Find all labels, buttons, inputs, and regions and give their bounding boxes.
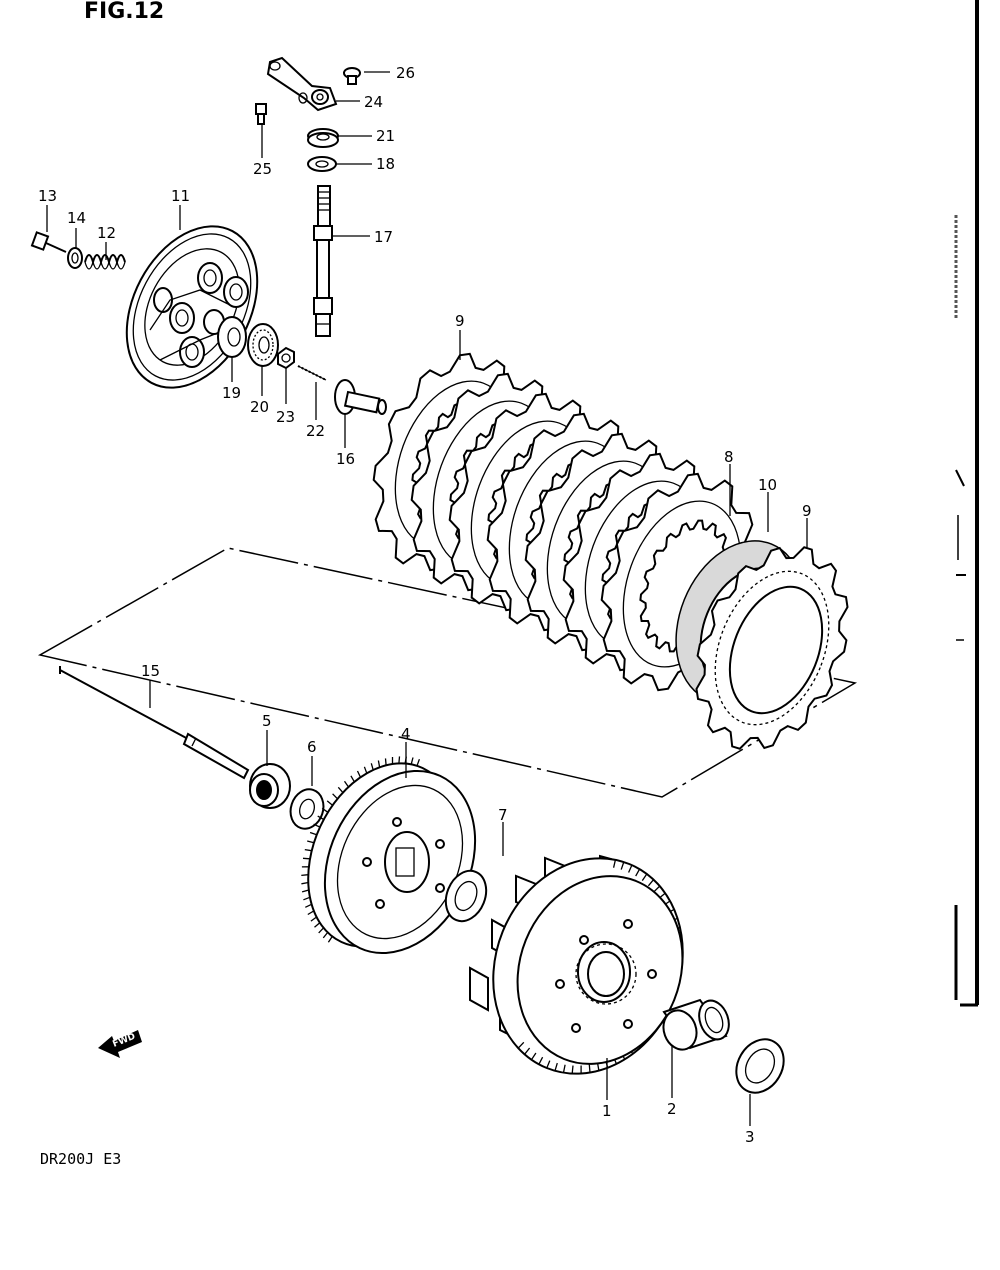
callout-11: 11 bbox=[171, 187, 190, 205]
part-25-bolt bbox=[255, 103, 267, 125]
part-12-spring bbox=[84, 254, 126, 270]
callout-numbers: 26 24 25 21 18 17 13 14 12 11 19 20 23 2… bbox=[38, 64, 812, 1146]
callout-7: 7 bbox=[498, 806, 508, 824]
part-7-thrust-washer bbox=[444, 869, 488, 923]
part-14-washer bbox=[67, 247, 83, 269]
callout-23: 23 bbox=[276, 408, 295, 426]
callout-20: 20 bbox=[250, 398, 269, 416]
part-19-washer bbox=[217, 316, 247, 358]
part-1-clutch-housing bbox=[469, 854, 684, 1075]
part-23-nut bbox=[277, 346, 295, 370]
callout-19: 19 bbox=[222, 384, 241, 402]
callout-25: 25 bbox=[253, 160, 272, 178]
part-22-screw bbox=[297, 365, 327, 381]
part-18-washer bbox=[307, 156, 337, 172]
part-17-release-camshaft bbox=[313, 185, 333, 337]
callout-4: 4 bbox=[401, 725, 411, 743]
leader-lines bbox=[46, 71, 808, 1126]
part-4-clutch-sleeve-hub bbox=[301, 756, 477, 955]
callout-1: 1 bbox=[602, 1102, 612, 1120]
part-20-thrust-bearing bbox=[247, 323, 279, 367]
callout-13: 13 bbox=[38, 187, 57, 205]
figure-title: FIG.12 bbox=[84, 0, 164, 24]
callout-6: 6 bbox=[307, 738, 317, 756]
callout-26: 26 bbox=[396, 64, 415, 82]
part-6-lock-washer bbox=[289, 788, 325, 830]
part-24-release-arm bbox=[266, 56, 338, 112]
part-13-bolt bbox=[30, 231, 67, 253]
part-5-nut bbox=[249, 763, 291, 809]
callout-12: 12 bbox=[97, 224, 116, 242]
part-9-8-clutch-plate-stack bbox=[372, 352, 756, 692]
callout-10: 10 bbox=[758, 476, 777, 494]
part-26-screw bbox=[343, 67, 361, 85]
callout-9-top: 9 bbox=[455, 312, 465, 330]
callout-18: 18 bbox=[376, 155, 395, 173]
page-edge-marks bbox=[954, 0, 979, 1007]
assembly-boundary bbox=[37, 547, 858, 798]
fwd-direction-arrow-icon: FWD bbox=[98, 1030, 142, 1058]
part-9-front-friction-plate bbox=[695, 546, 849, 750]
callout-21: 21 bbox=[376, 127, 395, 145]
part-21-oil-seal bbox=[307, 128, 339, 148]
callout-8: 8 bbox=[724, 448, 734, 466]
part-15-pushrod bbox=[59, 666, 250, 780]
callout-17: 17 bbox=[374, 228, 393, 246]
part-2-spacer bbox=[662, 998, 730, 1051]
part-16-push-piece bbox=[334, 379, 387, 415]
part-11-pressure-plate bbox=[125, 225, 259, 389]
callout-24: 24 bbox=[364, 93, 383, 111]
callout-15: 15 bbox=[141, 662, 160, 680]
callout-16: 16 bbox=[336, 450, 355, 468]
callout-14: 14 bbox=[67, 209, 86, 227]
callout-2: 2 bbox=[667, 1100, 677, 1118]
part-3-washer bbox=[735, 1038, 785, 1094]
callout-22: 22 bbox=[306, 422, 325, 440]
callout-3: 3 bbox=[745, 1128, 755, 1146]
model-code: DR200J E3 bbox=[40, 1150, 121, 1168]
callout-5: 5 bbox=[262, 712, 272, 730]
callout-9-front: 9 bbox=[802, 502, 812, 520]
